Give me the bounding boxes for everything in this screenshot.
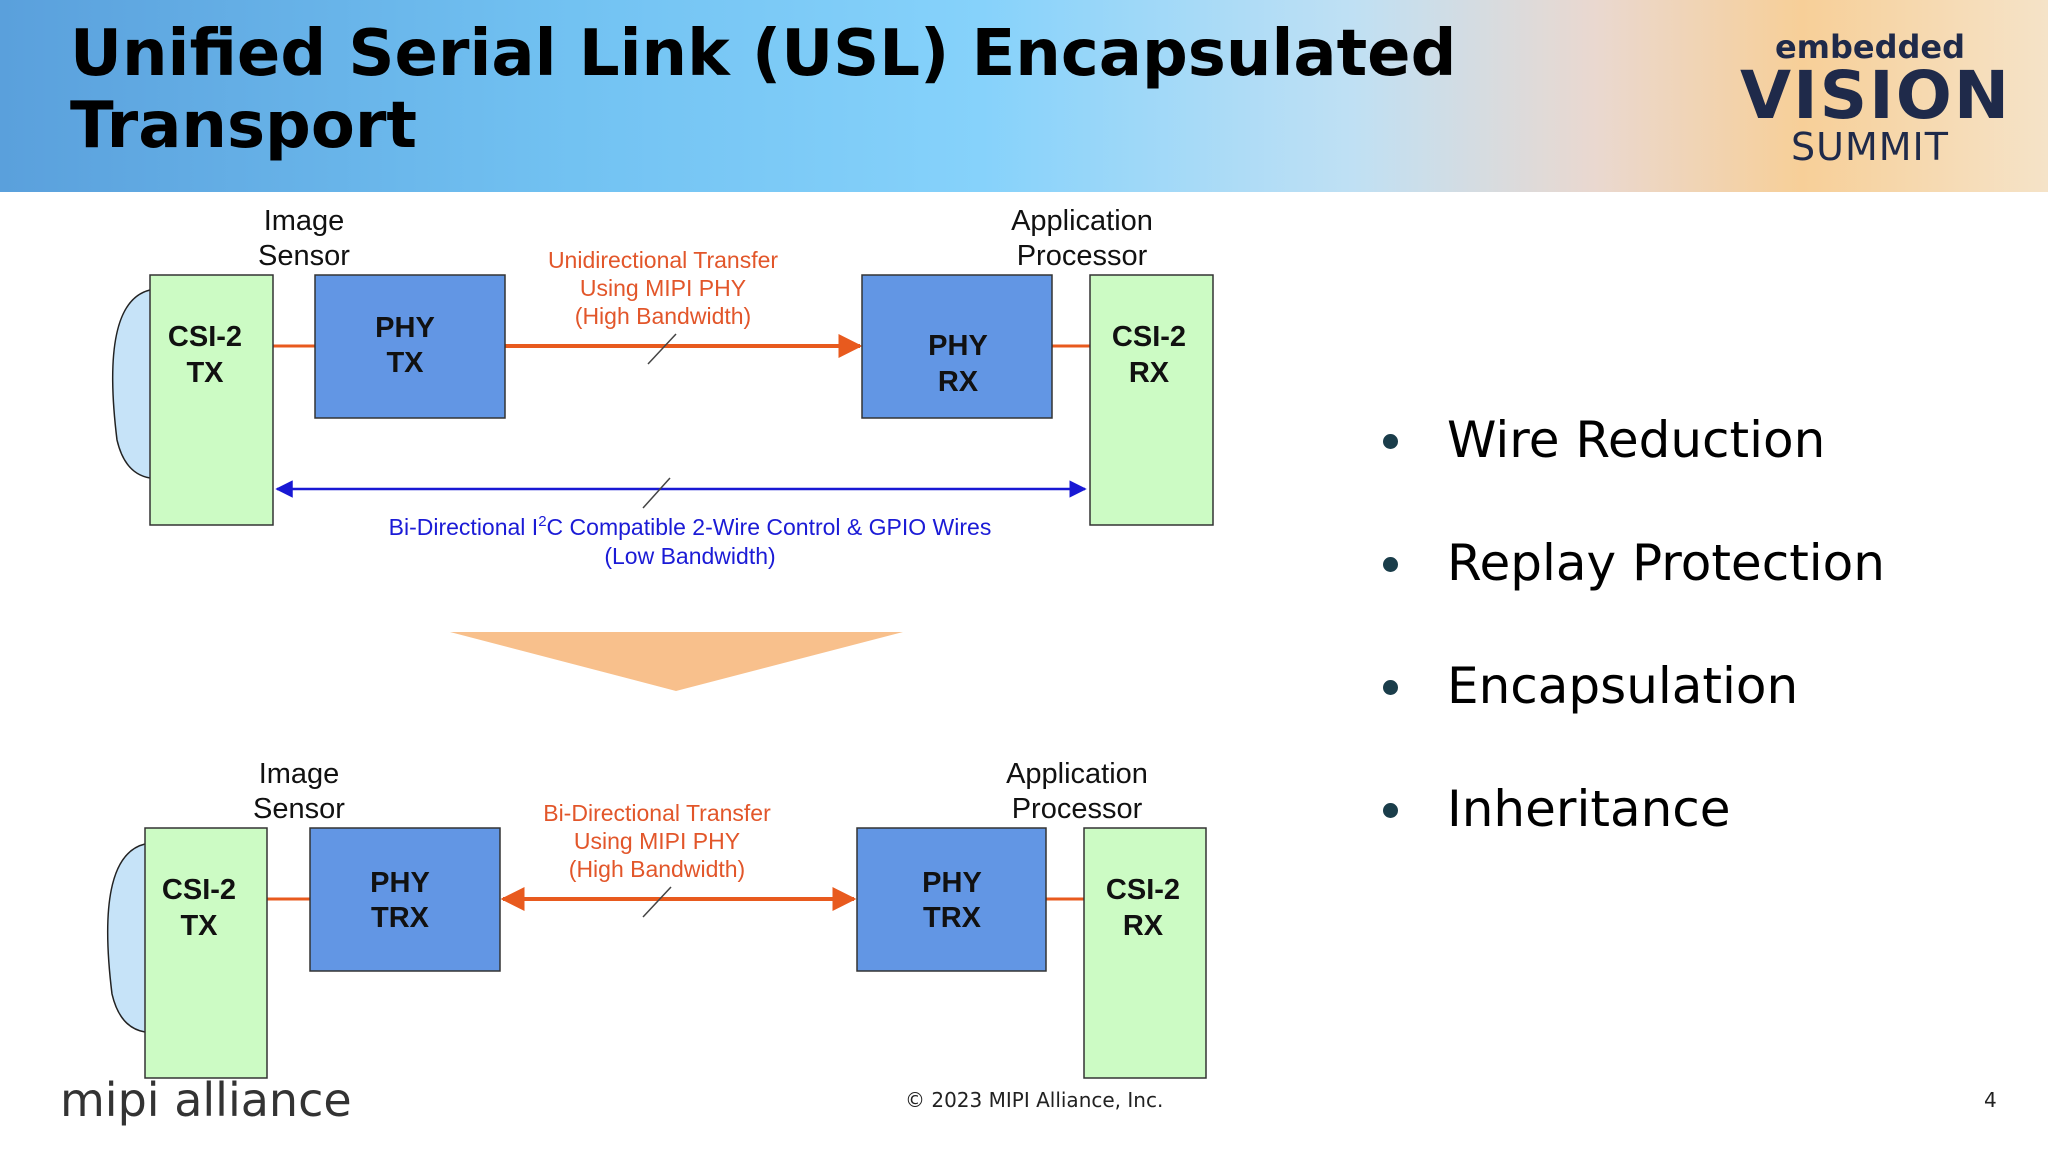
transfer-note-bottom-2: Using MIPI PHY <box>574 828 740 854</box>
bullet-dot-icon <box>1383 434 1398 449</box>
phy-tx-label-top-2: TX <box>386 347 424 379</box>
bottom-diagram: Image Sensor Application Processor CSI-2… <box>107 758 1207 1079</box>
phy-rx-label-top-2: RX <box>938 366 979 398</box>
bullet-dot-icon <box>1383 803 1398 818</box>
app-processor-caption-bottom-1: Application <box>1006 758 1148 790</box>
phy-trx-left-label-1: PHY <box>370 867 430 899</box>
transfer-note-top-3: (High Bandwidth) <box>575 303 751 329</box>
bullet-item: Replay Protection <box>1375 523 1885 646</box>
top-diagram: Image Sensor Application Processor CSI-2… <box>112 205 1214 569</box>
phy-trx-left-label-2: TRX <box>371 902 430 934</box>
csi2-rx-label-bottom-2: RX <box>1123 910 1164 942</box>
bullet-dot-icon <box>1383 557 1398 572</box>
app-processor-caption-bottom-2: Processor <box>1012 793 1143 825</box>
csi2-rx-label-top-1: CSI-2 <box>1112 321 1186 353</box>
header-banner <box>0 0 2048 192</box>
transfer-note-bottom-1: Bi-Directional Transfer <box>543 800 771 826</box>
csi2-tx-label-bottom-2: TX <box>180 910 218 942</box>
sensor-lens-top <box>112 289 151 479</box>
csi2-tx-box-bottom <box>144 827 268 1079</box>
csi2-rx-box-bottom <box>1083 827 1207 1079</box>
mipi-alliance-logo: mipi alliance <box>60 1073 352 1127</box>
usl-diagram: Image Sensor Application Processor CSI-2… <box>107 205 1214 1079</box>
transfer-note-top-1: Unidirectional Transfer <box>548 247 778 273</box>
app-processor-caption-top-1: Application <box>1011 205 1153 237</box>
phy-rx-box-top <box>861 274 1053 419</box>
csi2-tx-label-top-2: TX <box>186 357 224 389</box>
transition-funnel-arrow <box>450 632 903 691</box>
csi2-rx-label-bottom-1: CSI-2 <box>1106 874 1180 906</box>
phy-rx-label-top-1: PHY <box>928 330 988 362</box>
copyright-text: © 2023 MIPI Alliance, Inc. <box>905 1088 1164 1112</box>
bullet-item: Wire Reduction <box>1375 400 1885 523</box>
csi2-tx-label-bottom-1: CSI-2 <box>162 874 236 906</box>
csi2-rx-label-top-2: RX <box>1129 357 1170 389</box>
slide-title: Unified Serial Link (USL) Encapsulated T… <box>70 18 1456 162</box>
phy-tx-label-top-1: PHY <box>375 312 435 344</box>
transfer-note-top-2: Using MIPI PHY <box>580 275 746 301</box>
slide-title-line2: Transport <box>70 89 417 163</box>
control-note-1: Bi-Directional I2C Compatible 2-Wire Con… <box>389 513 992 540</box>
embedded-vision-summit-logo: embedded VISION SUMMIT <box>1740 28 2012 169</box>
transfer-note-bottom-3: (High Bandwidth) <box>569 856 745 882</box>
bullet-item: Inheritance <box>1375 769 1885 892</box>
control-note-2: (Low Bandwidth) <box>604 543 775 569</box>
phy-trx-box-bottom-right <box>856 827 1047 972</box>
slash-top <box>647 333 677 365</box>
page-number: 4 <box>1984 1088 1997 1112</box>
image-sensor-caption-top-1: Image <box>264 205 345 237</box>
slash-control <box>642 477 671 509</box>
feature-bullets: Wire Reduction Replay Protection Encapsu… <box>1375 400 1885 892</box>
csi2-tx-box-top <box>149 274 274 526</box>
image-sensor-caption-top-2: Sensor <box>258 240 350 272</box>
phy-trx-right-label-1: PHY <box>922 867 982 899</box>
bullet-item: Encapsulation <box>1375 646 1885 769</box>
csi2-rx-box-top <box>1089 274 1214 526</box>
phy-trx-box-bottom-left <box>309 827 501 972</box>
image-sensor-caption-bottom-2: Sensor <box>253 793 345 825</box>
app-processor-caption-top-2: Processor <box>1017 240 1148 272</box>
phy-tx-box-top <box>314 274 506 419</box>
bullet-dot-icon <box>1383 680 1398 695</box>
slide-title-line1: Unified Serial Link (USL) Encapsulated <box>70 17 1457 91</box>
slash-bottom <box>642 886 672 918</box>
csi2-tx-label-top-1: CSI-2 <box>168 321 242 353</box>
image-sensor-caption-bottom-1: Image <box>259 758 340 790</box>
sensor-lens-bottom <box>107 843 146 1033</box>
phy-trx-right-label-2: TRX <box>923 902 982 934</box>
